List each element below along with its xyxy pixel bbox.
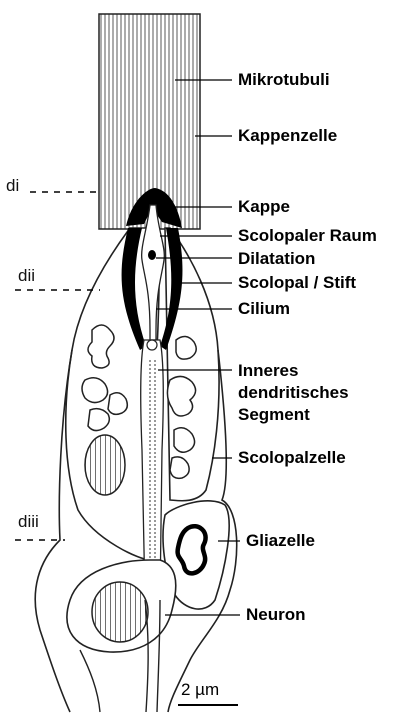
section-dii: dii (18, 266, 35, 286)
label-cilium: Cilium (238, 299, 290, 319)
label-scolopal-stift: Scolopal / Stift (238, 273, 356, 293)
neuron-nucleus (92, 582, 148, 642)
label-inneres-line3: Segment (238, 405, 310, 425)
label-gliazelle: Gliazelle (246, 531, 315, 551)
label-scolopalzelle: Scolopalzelle (238, 448, 346, 468)
scolopalzelle-nucleus (85, 435, 125, 495)
label-dilatation: Dilatation (238, 249, 315, 269)
label-kappe: Kappe (238, 197, 290, 217)
label-mikrotubuli: Mikrotubuli (238, 70, 330, 90)
section-di: di (6, 176, 19, 196)
label-kappenzelle: Kappenzelle (238, 126, 337, 146)
label-inneres-line2: dendritisches (238, 383, 349, 403)
label-scolopaler-raum: Scolopaler Raum (238, 226, 377, 246)
section-diii: diii (18, 512, 39, 532)
label-neuron: Neuron (246, 605, 306, 625)
scale-bar-label: 2 µm (181, 680, 219, 700)
label-inneres-line1: Inneres (238, 361, 298, 381)
dilatation-shape (148, 250, 156, 260)
